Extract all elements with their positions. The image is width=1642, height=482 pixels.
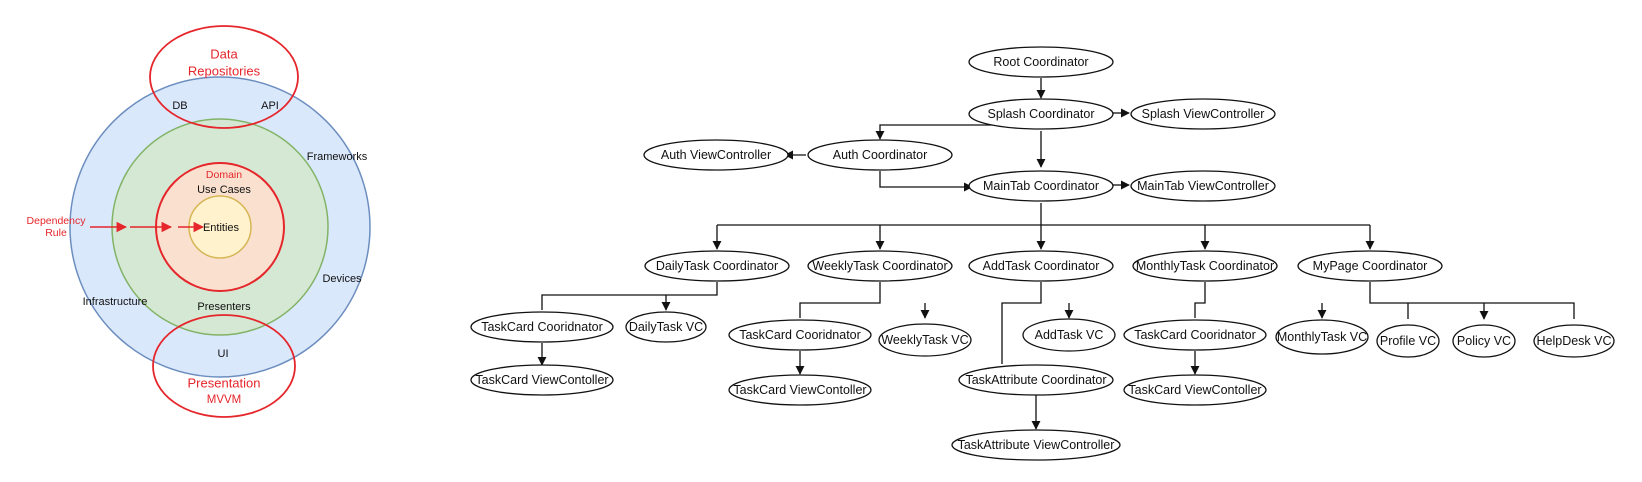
label-root-coordinator: Root Coordinator bbox=[993, 55, 1088, 69]
node-root-coordinator bbox=[968, 46, 1114, 78]
presentation-title-line1: Presentation bbox=[188, 376, 261, 391]
edge-addtask-children bbox=[1001, 282, 1069, 364]
label-addtask-vc: AddTask VC bbox=[1035, 328, 1104, 342]
node-taskattribute-viewcontroller bbox=[951, 429, 1121, 461]
edge-auth-maintab bbox=[879, 171, 973, 192]
edge-splash-auth bbox=[875, 124, 1003, 140]
label-profile-vc: Profile VC bbox=[1380, 334, 1436, 348]
node-maintab-viewcontroller bbox=[1130, 170, 1276, 202]
node-helpdesk-vc bbox=[1533, 324, 1615, 358]
label-weekly-taskcard-coordinator: TaskCard Cooridnator bbox=[739, 328, 861, 342]
label-monthlytask-vc: MonthlyTask VC bbox=[1277, 330, 1367, 344]
clean-architecture-diagram: Data Repositories DB API Frameworks Devi… bbox=[27, 25, 371, 418]
label-weeklytask-coordinator: WeeklyTask Coordinator bbox=[812, 259, 947, 273]
node-mypage-coordinator bbox=[1297, 250, 1443, 282]
dependency-rule-label-line1: Dependency bbox=[27, 215, 87, 227]
label-monthlytask-coordinator: MonthlyTask Coordinator bbox=[1136, 259, 1274, 273]
node-auth-viewcontroller bbox=[643, 139, 789, 171]
label-taskattribute-coordinator: TaskAttribute Coordinator bbox=[965, 373, 1106, 387]
label-monthly-taskcard-viewcontroller: TaskCard ViewContoller bbox=[1128, 383, 1261, 397]
label-splash-viewcontroller: Splash ViewController bbox=[1142, 107, 1265, 121]
node-dailytask-coordinator bbox=[644, 250, 790, 282]
data-repositories-title-line1: Data bbox=[210, 47, 238, 62]
node-taskattribute-coordinator bbox=[958, 364, 1114, 396]
db-label: DB bbox=[172, 100, 187, 112]
coordinator-tree-nodes bbox=[470, 46, 1615, 461]
node-monthly-taskcard-viewcontroller bbox=[1123, 374, 1267, 406]
infrastructure-label: Infrastructure bbox=[83, 296, 148, 308]
use-cases-label: Use Cases bbox=[197, 184, 251, 196]
node-daily-taskcard-coordinator bbox=[470, 311, 614, 343]
node-monthlytask-vc bbox=[1275, 319, 1369, 355]
coordinator-tree-labels: Root Coordinator Splash Coordinator Spla… bbox=[475, 55, 1611, 452]
presentation-title-line2: MVVM bbox=[207, 394, 242, 406]
edge-maintab-branches bbox=[717, 203, 1370, 226]
label-addtask-coordinator: AddTask Coordinator bbox=[983, 259, 1100, 273]
node-weekly-taskcard-viewcontroller bbox=[728, 374, 872, 406]
data-repositories-outline bbox=[149, 25, 299, 129]
label-weeklytask-vc: WeeklyTask VC bbox=[881, 333, 968, 347]
edge-mypage-children bbox=[1369, 282, 1575, 319]
node-monthlytask-coordinator bbox=[1132, 250, 1278, 282]
node-weeklytask-coordinator bbox=[807, 250, 953, 282]
label-daily-taskcard-coordinator: TaskCard Cooridnator bbox=[481, 320, 603, 334]
dependency-rule-label-line2: Rule bbox=[45, 227, 67, 239]
edge-monthly-children bbox=[1194, 282, 1322, 318]
data-repositories-title-line2: Repositories bbox=[188, 64, 261, 79]
api-label: API bbox=[261, 100, 279, 112]
node-addtask-coordinator bbox=[968, 250, 1114, 282]
node-weeklytask-vc bbox=[878, 323, 972, 357]
node-dailytask-vc bbox=[625, 311, 707, 343]
node-maintab-coordinator bbox=[968, 170, 1114, 202]
devices-label: Devices bbox=[322, 273, 362, 285]
node-auth-coordinator bbox=[807, 139, 953, 171]
node-weekly-taskcard-coordinator bbox=[728, 319, 872, 351]
label-policy-vc: Policy VC bbox=[1457, 334, 1511, 348]
edge-weekly-children bbox=[799, 282, 925, 318]
label-mypage-coordinator: MyPage Coordinator bbox=[1313, 259, 1428, 273]
label-taskattribute-viewcontroller: TaskAttribute ViewController bbox=[958, 438, 1115, 452]
node-addtask-vc bbox=[1022, 318, 1116, 352]
frameworks-label: Frameworks bbox=[307, 151, 368, 163]
node-monthly-taskcard-coordinator bbox=[1123, 319, 1267, 351]
label-dailytask-coordinator: DailyTask Coordinator bbox=[656, 259, 778, 273]
node-profile-vc bbox=[1376, 324, 1440, 358]
label-splash-coordinator: Splash Coordinator bbox=[987, 107, 1094, 121]
node-policy-vc bbox=[1452, 324, 1516, 358]
label-auth-viewcontroller: Auth ViewController bbox=[661, 148, 771, 162]
label-daily-taskcard-viewcontroller: TaskCard ViewContoller bbox=[475, 373, 608, 387]
label-maintab-viewcontroller: MainTab ViewController bbox=[1137, 179, 1269, 193]
entities-label: Entities bbox=[203, 222, 240, 234]
node-splash-coordinator bbox=[968, 98, 1114, 130]
label-monthly-taskcard-coordinator: TaskCard Cooridnator bbox=[1134, 328, 1256, 342]
node-splash-viewcontroller bbox=[1130, 98, 1276, 130]
label-dailytask-vc: DailyTask VC bbox=[629, 320, 703, 334]
label-maintab-coordinator: MainTab Coordinator bbox=[983, 179, 1099, 193]
presentation-outline bbox=[152, 314, 296, 418]
presenters-label: Presenters bbox=[197, 301, 251, 313]
node-daily-taskcard-viewcontroller bbox=[470, 364, 614, 396]
label-weekly-taskcard-viewcontroller: TaskCard ViewContoller bbox=[733, 383, 866, 397]
ui-label: UI bbox=[218, 348, 229, 360]
edge-daily-children bbox=[541, 282, 718, 310]
label-auth-coordinator: Auth Coordinator bbox=[833, 148, 928, 162]
label-helpdesk-vc: HelpDesk VC bbox=[1536, 334, 1611, 348]
coordinator-tree-edges bbox=[537, 78, 1575, 430]
domain-label: Domain bbox=[206, 169, 242, 181]
